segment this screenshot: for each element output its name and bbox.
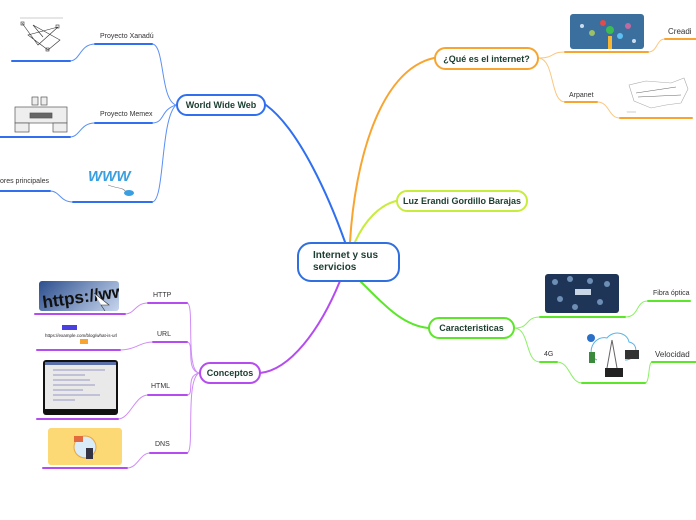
- subtopic-fibra-optica[interactable]: Fibra óptica: [653, 290, 690, 297]
- subtopic-html[interactable]: HTML: [151, 383, 171, 390]
- topic-label: Luz Erandi Gordillo Barajas: [402, 196, 522, 206]
- svg-text:https://ww: https://ww: [41, 282, 119, 311]
- hypertext-diagram-image: [18, 15, 65, 55]
- subtopic-http[interactable]: HTTP: [153, 292, 172, 299]
- topic-caracteristicas[interactable]: Caracteristicas: [428, 317, 515, 339]
- svg-text:https://example.com/blog/what-: https://example.com/blog/what-is-url: [45, 333, 117, 338]
- topic-label: World Wide Web: [185, 100, 257, 110]
- topic-label: ¿Qué es el internet?: [443, 53, 530, 64]
- topic-conceptos[interactable]: Conceptos: [199, 362, 261, 384]
- subtopic-proyecto-xanadu[interactable]: Proyecto Xanadú: [100, 33, 154, 40]
- subtopic-velocidad[interactable]: Velocidad: [655, 350, 690, 359]
- topic-que-es-internet[interactable]: ¿Qué es el internet?: [434, 47, 539, 70]
- url-structure-image: https://example.com/blog/what-is-url: [45, 325, 120, 345]
- https-browser-image: https://ww: [39, 281, 119, 311]
- topic-label: Conceptos: [206, 368, 254, 378]
- topic-label: Caracteristicas: [439, 323, 504, 333]
- arpanet-map-image: [626, 75, 692, 113]
- memex-desk-image: [12, 95, 70, 133]
- subtopic-dns[interactable]: DNS: [155, 441, 170, 448]
- subtopic-arpanet[interactable]: Arpanet: [569, 92, 594, 99]
- subtopic-creador[interactable]: Creadi: [668, 27, 692, 36]
- wireless-devices-image: [585, 330, 640, 380]
- dns-globe-image: [48, 428, 122, 465]
- subtopic-url[interactable]: URL: [157, 331, 172, 338]
- topic-author[interactable]: Luz Erandi Gordillo Barajas: [396, 190, 528, 212]
- svg-text:WWW: WWW: [88, 168, 132, 185]
- world-network-image: [545, 274, 619, 313]
- central-topic[interactable]: Internet y sus servicios: [297, 242, 400, 282]
- subtopic-4g[interactable]: 4G: [544, 351, 554, 358]
- subtopic-principales[interactable]: ores principales: [0, 178, 50, 185]
- topic-world-wide-web[interactable]: World Wide Web: [176, 94, 266, 116]
- subtopic-proyecto-memex[interactable]: Proyecto Memex: [100, 111, 153, 118]
- html-editor-image: [43, 360, 118, 415]
- network-icons-image: [570, 14, 644, 49]
- www-mouse-image: WWW: [88, 165, 135, 198]
- central-topic-label: Internet y sus servicios: [313, 250, 379, 273]
